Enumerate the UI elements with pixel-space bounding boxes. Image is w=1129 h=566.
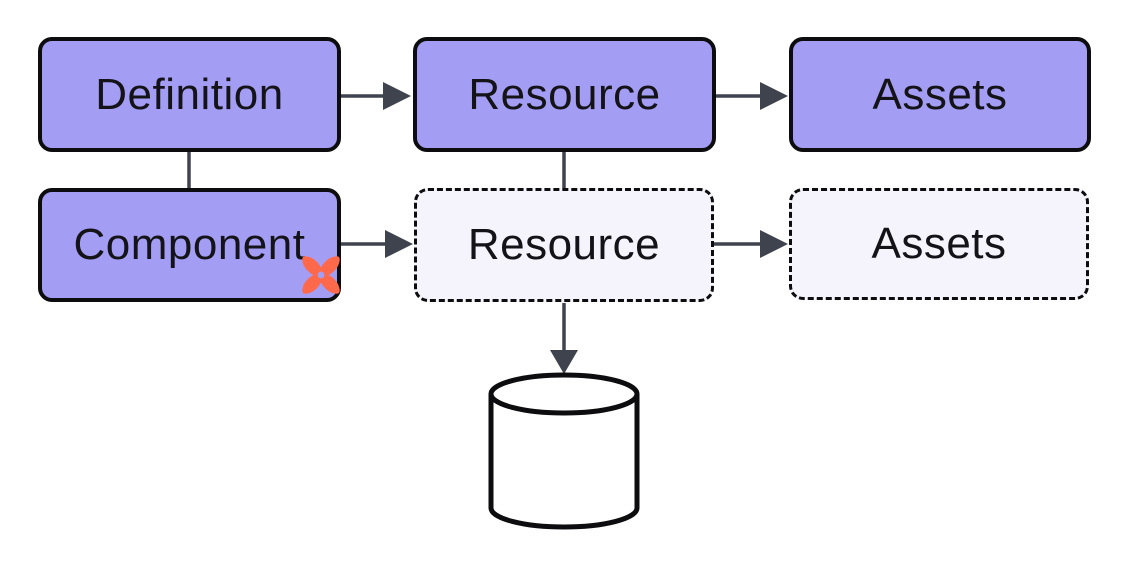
node-definition: Definition xyxy=(38,37,341,152)
node-assets-planned-label: Assets xyxy=(871,219,1007,268)
node-component-label: Component xyxy=(73,220,306,269)
node-assets-top: Assets xyxy=(789,37,1091,152)
node-resource-planned-label: Resource xyxy=(467,220,661,269)
node-definition-label: Definition xyxy=(95,69,284,119)
edge-resource-to-assets xyxy=(716,82,788,110)
node-assets-top-label: Assets xyxy=(872,69,1008,119)
edge-component-to-resource-planned xyxy=(341,230,413,258)
node-resource-planned: Resource xyxy=(414,188,714,302)
arrowhead-icon xyxy=(385,230,413,258)
node-assets-planned: Assets xyxy=(789,188,1089,300)
edge-definition-to-resource xyxy=(341,82,411,110)
dbt-pinwheel-icon xyxy=(302,256,340,294)
edge-resource-planned-to-assets-planned xyxy=(714,230,788,258)
arrowhead-icon xyxy=(760,230,788,258)
node-component: Component xyxy=(38,188,341,302)
node-resource-top: Resource xyxy=(413,37,716,152)
arrowhead-icon xyxy=(383,82,411,110)
arrowhead-icon xyxy=(550,350,578,374)
node-resource-top-label: Resource xyxy=(468,69,661,119)
edge-resource-planned-to-database xyxy=(550,303,578,374)
arrowhead-icon xyxy=(760,82,788,110)
database-cylinder xyxy=(488,372,640,530)
